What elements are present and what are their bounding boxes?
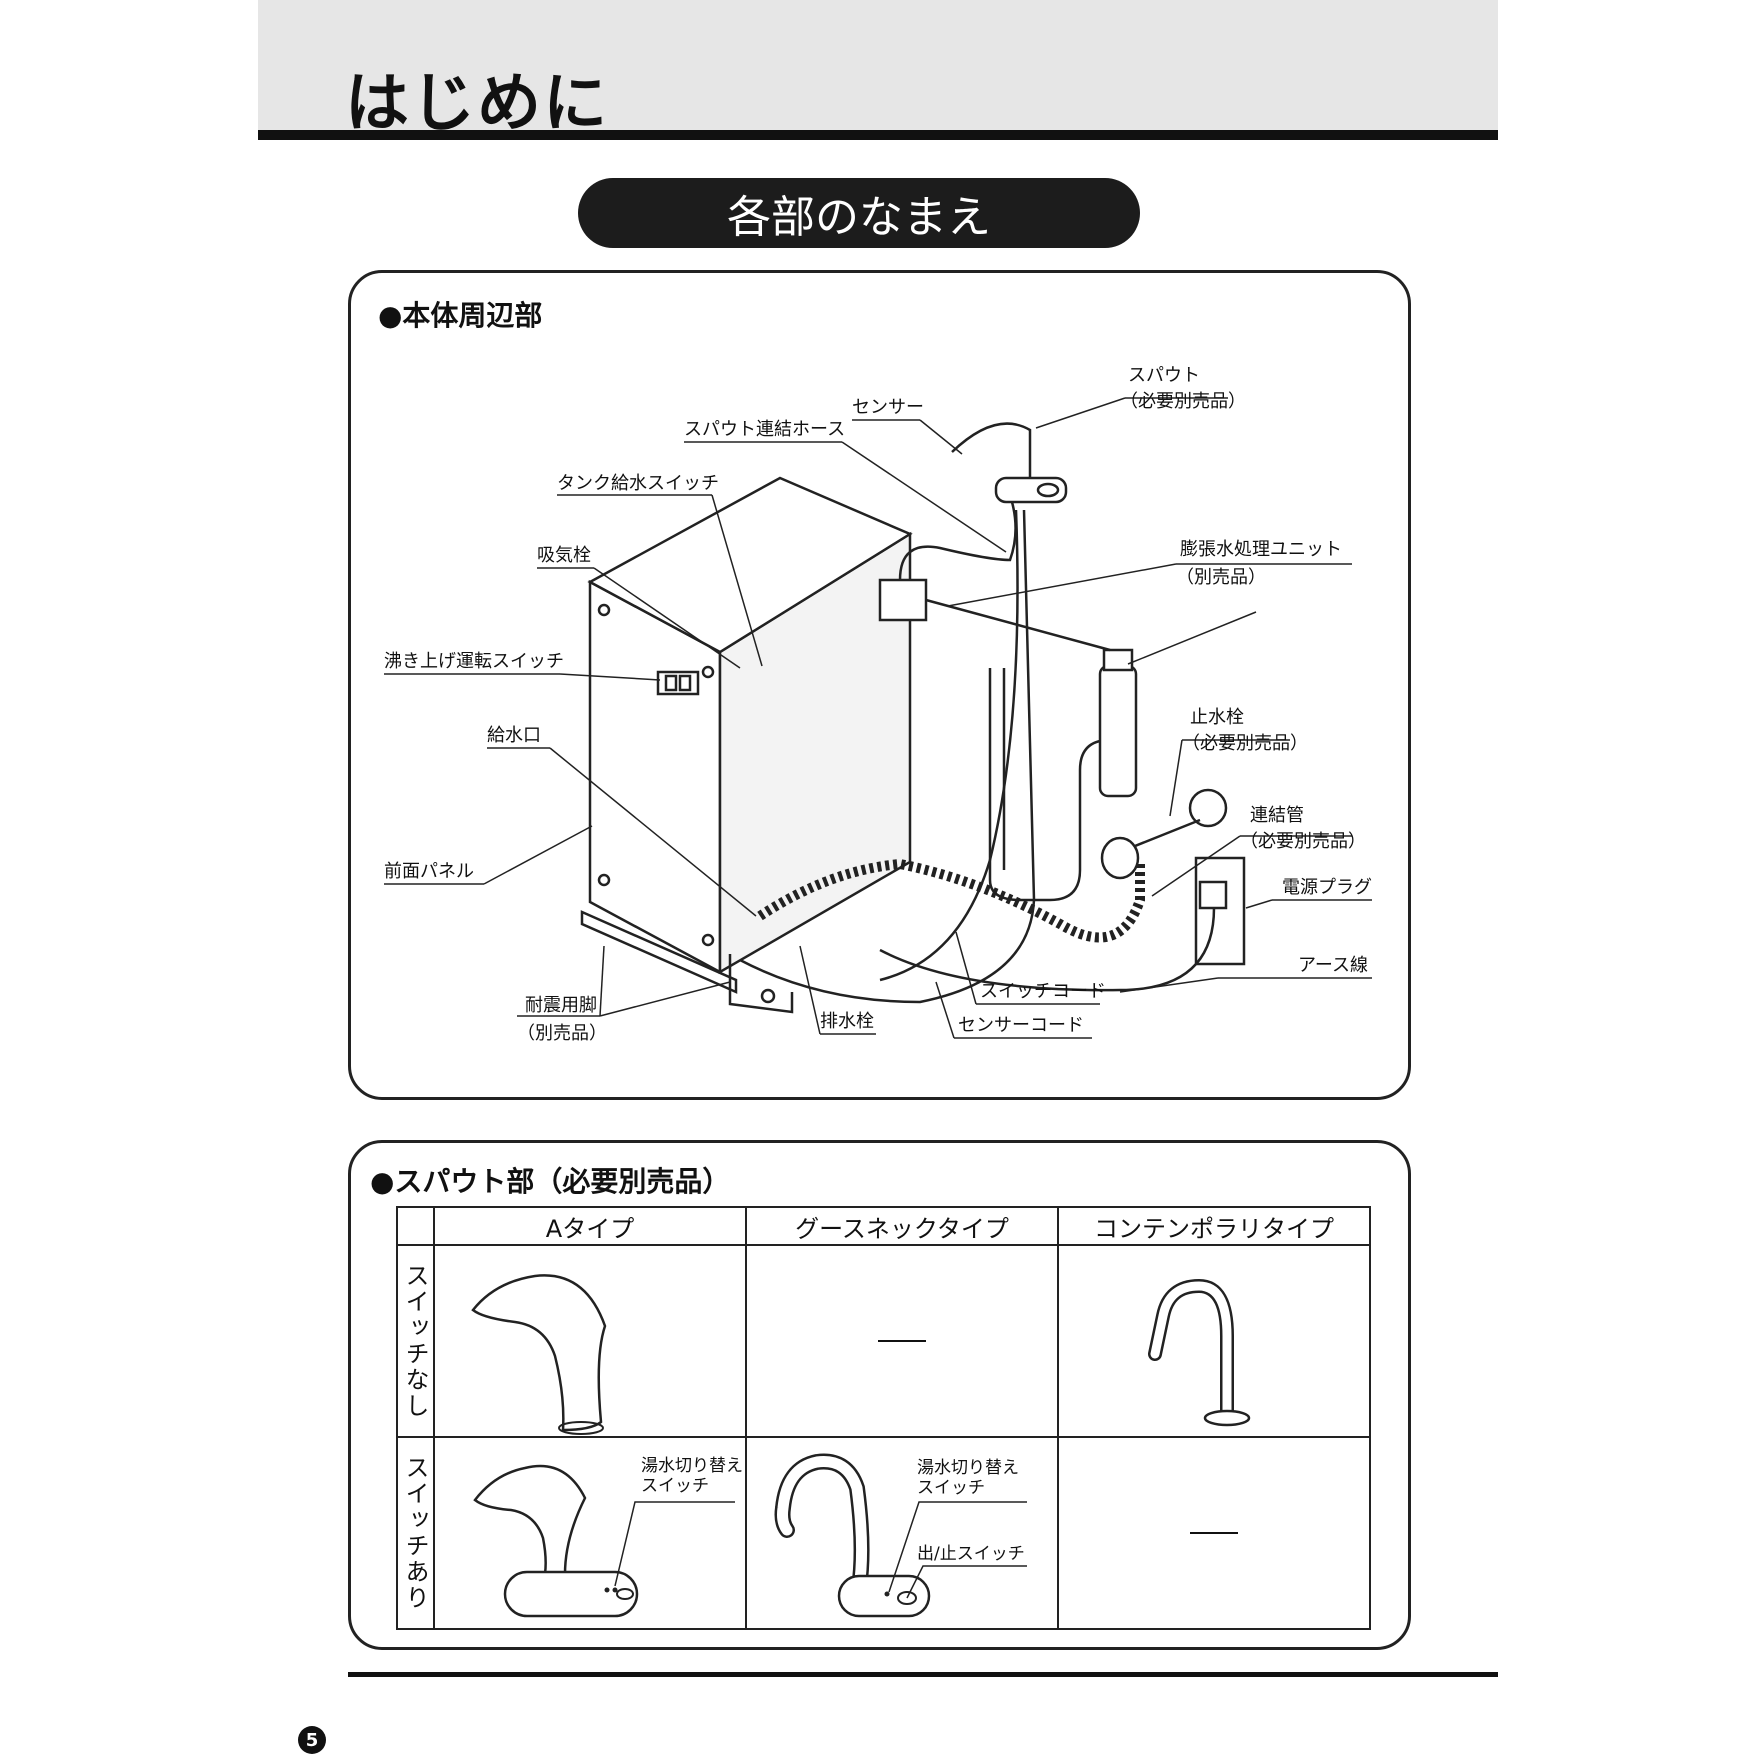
contemporary-spout-icon — [1148, 1278, 1251, 1427]
spout-panel-heading: ●スパウト部（必要別売品） — [370, 1165, 731, 1198]
body-panel — [348, 270, 1411, 1100]
cell-contemporary-no-switch — [1057, 1244, 1371, 1438]
label-boil-switch: 沸き上げ運転スイッチ — [384, 651, 564, 672]
label-connecting-pipe: 連結管 — [1250, 805, 1304, 826]
header-band — [258, 0, 1498, 130]
column-header-a-type: Aタイプ — [433, 1206, 747, 1246]
on-off-switch-label: 出/止スイッチ — [917, 1544, 1025, 1564]
label-inlet: 給水口 — [487, 725, 541, 746]
label-expansion-unit-note: （別売品） — [1176, 567, 1266, 588]
table-header-row: Aタイプ グースネックタイプ コンテンポラリタイプ — [396, 1206, 1371, 1246]
label-intake-valve: 吸気栓 — [537, 545, 591, 566]
row-header-with-switch: スイッチあり — [396, 1436, 435, 1630]
hot-cold-switch-text: 湯水切り替え スイッチ — [641, 1456, 743, 1496]
label-expansion-unit: 膨張水処理ユニット — [1180, 539, 1342, 560]
column-header-contemporary-type: コンテンポラリタイプ — [1057, 1206, 1371, 1246]
label-spout: スパウト — [1128, 365, 1200, 386]
hot-cold-switch-label: 湯水切り替え スイッチ — [641, 1456, 743, 1496]
page-title: はじめに — [345, 67, 609, 141]
not-available-dash — [878, 1340, 926, 1342]
label-seismic-leg: 耐震用脚 — [525, 995, 597, 1016]
hot-cold-switch-text: 湯水切り替え スイッチ — [917, 1458, 1019, 1498]
control-box — [656, 670, 700, 696]
label-stop-valve-note: （必要別売品） — [1182, 733, 1308, 754]
label-connecting-pipe-note: （必要別売品） — [1240, 831, 1366, 852]
row-header-no-switch: スイッチなし — [396, 1244, 435, 1438]
bottom-rule — [348, 1672, 1498, 1677]
label-tank-switch: タンク給水スイッチ — [557, 473, 719, 494]
label-sensor: センサー — [852, 397, 924, 418]
spout-panel — [348, 1140, 1411, 1650]
table-row: スイッチあり 湯水切り替え スイッチ — [396, 1436, 1371, 1630]
label-earth-wire: アース線 — [1298, 955, 1369, 976]
label-stop-valve: 止水栓 — [1190, 707, 1244, 728]
label-drain-valve: 排水栓 — [820, 1011, 874, 1032]
section-title: 各部のなまえ — [578, 178, 1140, 248]
cell-gooseneck-with-switch: 湯水切り替え スイッチ 出/止スイッチ — [745, 1436, 1059, 1630]
page-number: 5 — [298, 1726, 326, 1754]
a-type-switch-spout-icon — [473, 1464, 735, 1618]
label-spout-hose: スパウト連結ホース — [684, 419, 846, 440]
label-switch-cord: スイッチコード — [980, 981, 1106, 1002]
label-sensor-cord: センサーコード — [958, 1015, 1084, 1036]
cell-a-type-with-switch: 湯水切り替え スイッチ — [433, 1436, 747, 1630]
cell-gooseneck-no-switch — [745, 1244, 1059, 1438]
not-available-dash — [1190, 1532, 1238, 1534]
label-seismic-leg-note: （別売品） — [517, 1023, 607, 1044]
corner-cell — [396, 1206, 435, 1246]
gooseneck-switch-spout-icon — [774, 1453, 1027, 1618]
hot-cold-switch-label: 湯水切り替え スイッチ — [917, 1458, 1019, 1498]
cell-contemporary-with-switch — [1057, 1436, 1371, 1630]
header-rule — [258, 130, 1498, 140]
cell-a-type-no-switch — [433, 1244, 747, 1438]
body-panel-heading: ●本体周辺部 — [378, 299, 543, 332]
table-row: スイッチなし — [396, 1244, 1371, 1438]
label-front-panel: 前面パネル — [384, 861, 474, 882]
spout-table: Aタイプ グースネックタイプ コンテンポラリタイプ スイッチなし スイッチあり — [396, 1206, 1371, 1630]
label-spout-note: （必要別売品） — [1120, 391, 1246, 412]
a-type-spout-icon — [471, 1274, 607, 1435]
label-power-plug: 電源プラグ — [1282, 877, 1372, 898]
column-header-gooseneck-type: グースネックタイプ — [745, 1206, 1059, 1246]
